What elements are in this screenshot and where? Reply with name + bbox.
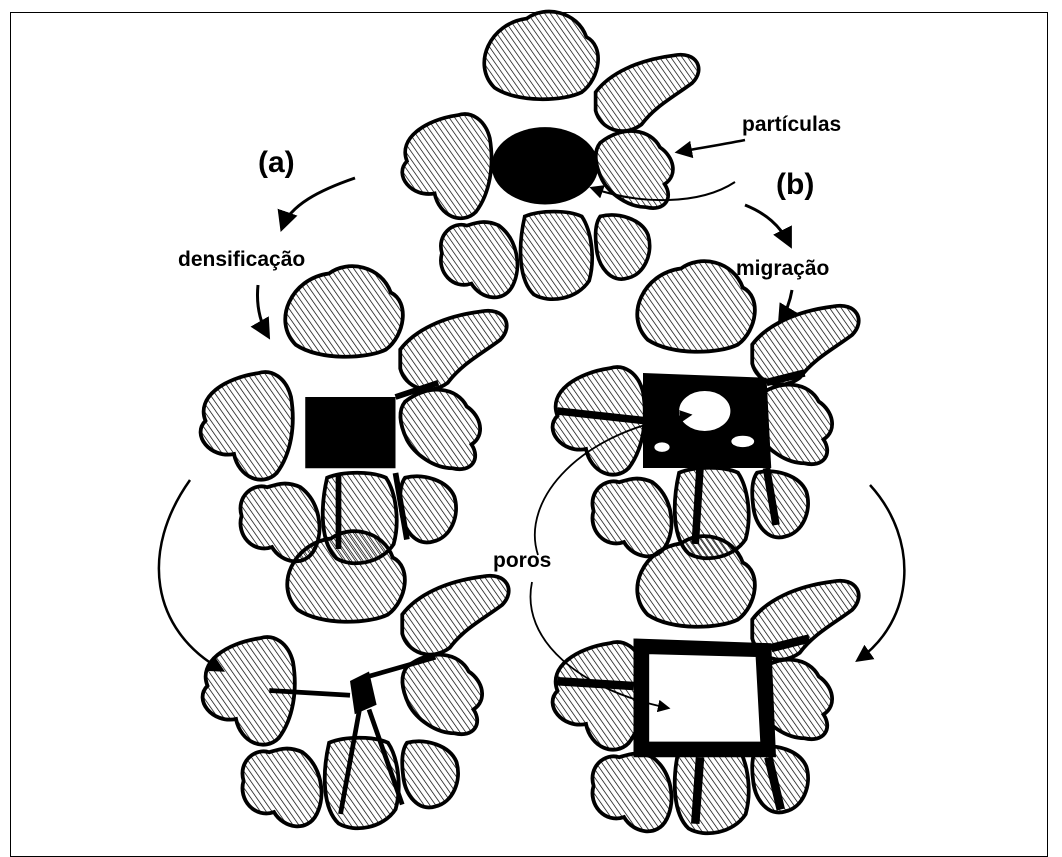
- arrow-left-loop: [159, 480, 222, 670]
- label-densificacao: densificação: [178, 248, 305, 271]
- arrow-to-densification: [282, 178, 355, 228]
- liquid-phase: [492, 127, 599, 204]
- cluster-densification-2: [203, 531, 509, 828]
- arrow-densification-down: [257, 285, 268, 336]
- arrow-particulas: [678, 140, 745, 152]
- pore-small: [678, 390, 731, 432]
- arrow-to-migration: [745, 205, 790, 245]
- label-b: (b): [776, 168, 814, 201]
- cluster-migration-1: [553, 261, 859, 558]
- label-a: (a): [258, 146, 295, 179]
- label-particulas: partículas: [742, 113, 841, 136]
- cluster-initial: [402, 12, 698, 300]
- pore-large: [648, 653, 762, 743]
- label-poros: poros: [493, 549, 551, 572]
- cluster-densification-1: [201, 266, 507, 563]
- label-migracao: migração: [736, 257, 829, 280]
- arrow-right-loop: [858, 485, 904, 660]
